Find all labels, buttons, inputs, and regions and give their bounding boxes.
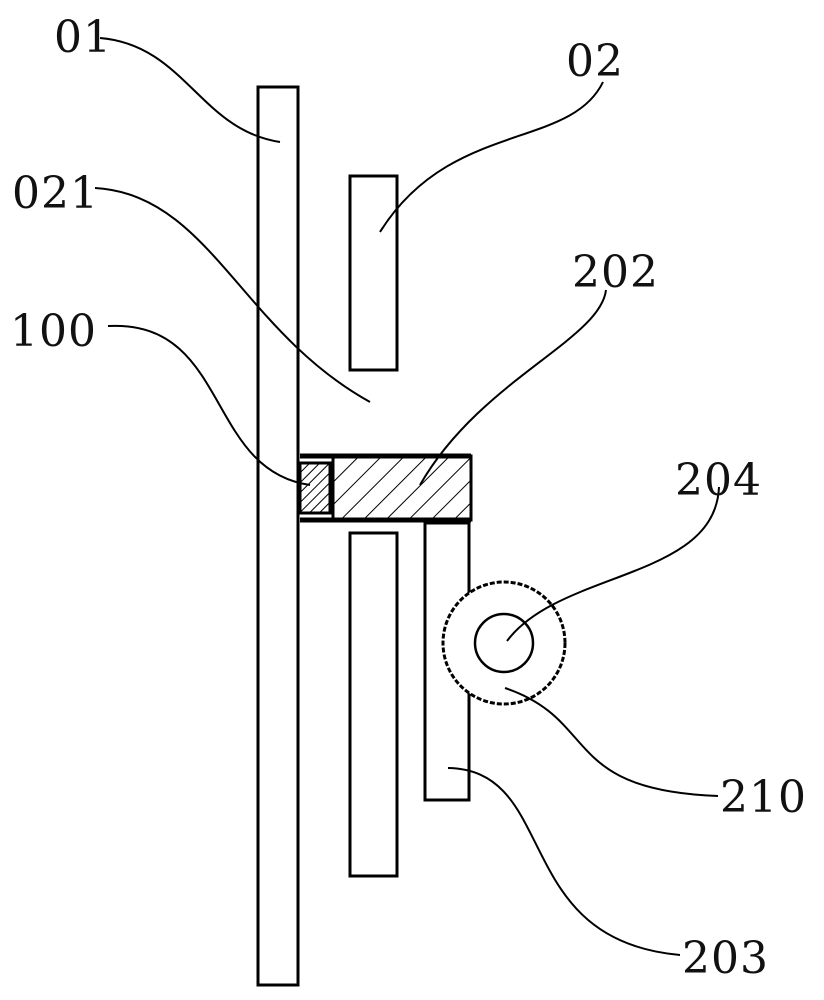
leader-100 (107, 324, 311, 486)
part-02-upper-block (348, 174, 399, 372)
label-204: 204 (675, 455, 762, 506)
leader-01 (99, 37, 281, 143)
label-203: 203 (682, 933, 769, 984)
part-202-hatch (333, 456, 471, 520)
leader-210 (504, 687, 719, 797)
label-100: 100 (10, 306, 97, 357)
leader-021 (94, 187, 371, 403)
label-02: 02 (566, 36, 624, 87)
label-202: 202 (572, 247, 659, 298)
label-01: 01 (54, 12, 112, 63)
part-100-block (298, 461, 332, 515)
leader-204 (506, 486, 720, 642)
label-210: 210 (720, 772, 807, 823)
part-02-lower-block (348, 531, 399, 878)
leader-202 (419, 289, 607, 486)
part-100-hatch (300, 463, 330, 513)
part-01-plate (256, 85, 300, 987)
leader-02 (379, 81, 604, 233)
leader-203 (447, 767, 681, 956)
label-021: 021 (12, 168, 99, 219)
